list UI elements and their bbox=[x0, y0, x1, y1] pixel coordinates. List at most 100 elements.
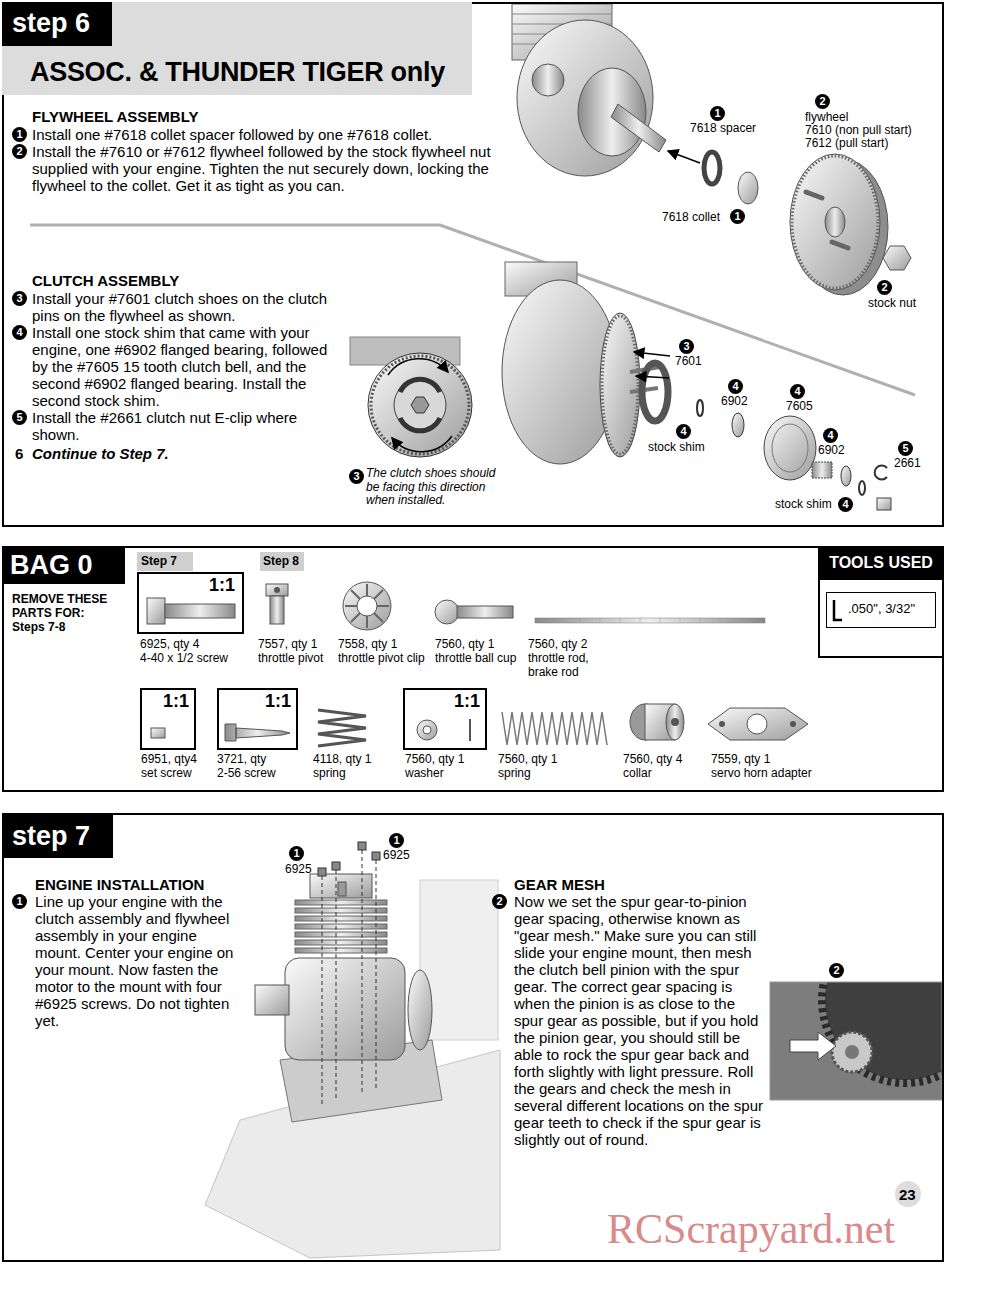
engine-install-drawing bbox=[318, 868, 326, 876]
part-label: 7560, qty 1 bbox=[435, 638, 494, 651]
callout-number: 1 bbox=[12, 127, 27, 142]
part-label: throttle ball cup bbox=[435, 652, 516, 665]
parts-drawing bbox=[535, 618, 765, 623]
parts-drawing bbox=[343, 582, 391, 630]
engine-drawing bbox=[704, 152, 720, 184]
gear-mesh-photo bbox=[832, 1032, 872, 1072]
clutch-drawing bbox=[764, 416, 816, 480]
step-title: step 7 bbox=[12, 820, 90, 852]
tools-box: TOOLS USED.050", 3/32" bbox=[818, 546, 944, 658]
instruction-text: Now we set the spur gear-to-pinion gear … bbox=[514, 893, 766, 1148]
step-panel: ENGINE INSTALLATIONLine up your engine w… bbox=[2, 813, 944, 1262]
parts-drawing bbox=[165, 604, 235, 618]
engine-install-drawing bbox=[295, 924, 387, 929]
part-label: stock shim bbox=[775, 498, 832, 511]
engine-drawing bbox=[578, 68, 646, 156]
clutch-inset bbox=[350, 337, 472, 457]
part-label: throttle pivot clip bbox=[338, 652, 425, 665]
part-label: 7560, qty 1 bbox=[405, 753, 464, 766]
bag-tab: BAG 0 bbox=[2, 546, 125, 584]
clutch-inset bbox=[400, 379, 440, 392]
clutch-inset bbox=[400, 418, 440, 431]
instruction-text: Install one #7618 collet spacer followed… bbox=[32, 126, 497, 143]
part-label: 2-56 screw bbox=[217, 767, 276, 780]
callout-number: 2 bbox=[829, 963, 844, 978]
clutch-drawing bbox=[875, 466, 887, 480]
clutch-drawing bbox=[502, 262, 891, 510]
engine-drawing bbox=[806, 192, 822, 198]
part-label: collar bbox=[623, 767, 652, 780]
engine-drawing bbox=[832, 242, 848, 248]
engine-drawing bbox=[611, 104, 666, 152]
parts-drawing bbox=[834, 600, 842, 620]
parts-drawing bbox=[435, 600, 459, 624]
instruction-text: Install one stock shim that came with yo… bbox=[32, 324, 332, 409]
parts-drawing bbox=[790, 721, 796, 727]
step-ref: Step 8 bbox=[263, 554, 299, 568]
parts-drawing bbox=[417, 720, 437, 740]
title-band: ASSOC. & THUNDER TIGER only step 6 bbox=[2, 2, 472, 95]
instruction-text: Install your #7601 clutch shoes on the c… bbox=[32, 290, 332, 324]
instruction-text: Install the #7610 or #7612 flywheel foll… bbox=[32, 143, 497, 194]
step-tab: step 7 bbox=[2, 813, 113, 858]
engine-install-drawing bbox=[322, 850, 376, 1105]
engine-install-drawing bbox=[295, 908, 387, 913]
parts-drawing bbox=[502, 712, 607, 745]
tool-size: .050", 3/32" bbox=[848, 601, 915, 617]
part-label: 7560, qty 4 bbox=[623, 753, 682, 766]
engine-install-drawing bbox=[295, 940, 387, 945]
clutch-drawing bbox=[859, 481, 865, 495]
parts-drawing bbox=[423, 726, 431, 734]
engine-install-drawing bbox=[408, 970, 432, 1050]
parts-drawing bbox=[469, 719, 471, 741]
page-number-badge bbox=[895, 1181, 921, 1207]
part-label: 7618 spacer bbox=[690, 122, 756, 135]
part-label: 7560, qty 1 bbox=[498, 753, 557, 766]
clutch-drawing bbox=[602, 316, 638, 454]
parts-drawing bbox=[666, 704, 684, 740]
engine-install-drawing bbox=[372, 852, 380, 860]
step-tab: step 6 bbox=[2, 2, 112, 46]
clutch-drawing bbox=[732, 413, 744, 437]
callout-number: 2 bbox=[877, 280, 892, 295]
scale-text: 1:1 bbox=[454, 691, 480, 711]
watermark: RCScrapyard.net bbox=[607, 1206, 895, 1252]
scale-box: 1:1 bbox=[403, 688, 487, 750]
callout-number: 3 bbox=[679, 339, 694, 354]
step-panel: FLYWHEEL ASSEMBLYInstall one #7618 colle… bbox=[2, 2, 944, 527]
parts-drawing bbox=[151, 728, 165, 738]
scale-text: 1:1 bbox=[209, 575, 235, 595]
gear-mesh-photo bbox=[845, 1045, 859, 1059]
callout-number: 3 bbox=[349, 469, 364, 484]
gear-mesh-photo bbox=[790, 1032, 836, 1060]
engine-install-drawing bbox=[295, 916, 387, 921]
part-label: stock shim bbox=[648, 441, 705, 454]
callout-number: 1 bbox=[730, 209, 745, 224]
clutch-inset bbox=[371, 356, 469, 454]
part-label: flywheel bbox=[805, 111, 848, 124]
instruction-text: Line up your engine with the clutch asse… bbox=[35, 893, 240, 1029]
callout-number: 5 bbox=[12, 410, 27, 425]
clutch-drawing bbox=[600, 313, 640, 457]
clutch-inset bbox=[411, 397, 429, 413]
page-heading: ASSOC. & THUNDER TIGER only bbox=[30, 56, 445, 88]
part-label: 6925, qty 4 bbox=[140, 638, 199, 651]
clutch-drawing bbox=[634, 352, 670, 356]
part-label: 7612 (pull start) bbox=[805, 137, 888, 150]
scale-box: 1:1 bbox=[137, 572, 244, 634]
parts-drawing bbox=[540, 618, 760, 623]
callout-number: 4 bbox=[823, 428, 838, 443]
clutch-drawing bbox=[636, 376, 669, 378]
part-label: set screw bbox=[141, 767, 192, 780]
part-label: 4-40 x 1/2 screw bbox=[140, 652, 228, 665]
part-label: 6951, qty4 bbox=[141, 753, 197, 766]
section-heading: CLUTCH ASSEMBLY bbox=[32, 272, 179, 289]
engine-drawing bbox=[883, 246, 911, 270]
callout-number: 3 bbox=[12, 291, 27, 306]
parts-drawing bbox=[147, 598, 165, 624]
part-label: 7610 (non pull start) bbox=[805, 124, 912, 137]
parts-drawing bbox=[457, 606, 513, 618]
callout-number: 1 bbox=[289, 846, 304, 861]
part-label: throttle rod, bbox=[528, 652, 589, 665]
